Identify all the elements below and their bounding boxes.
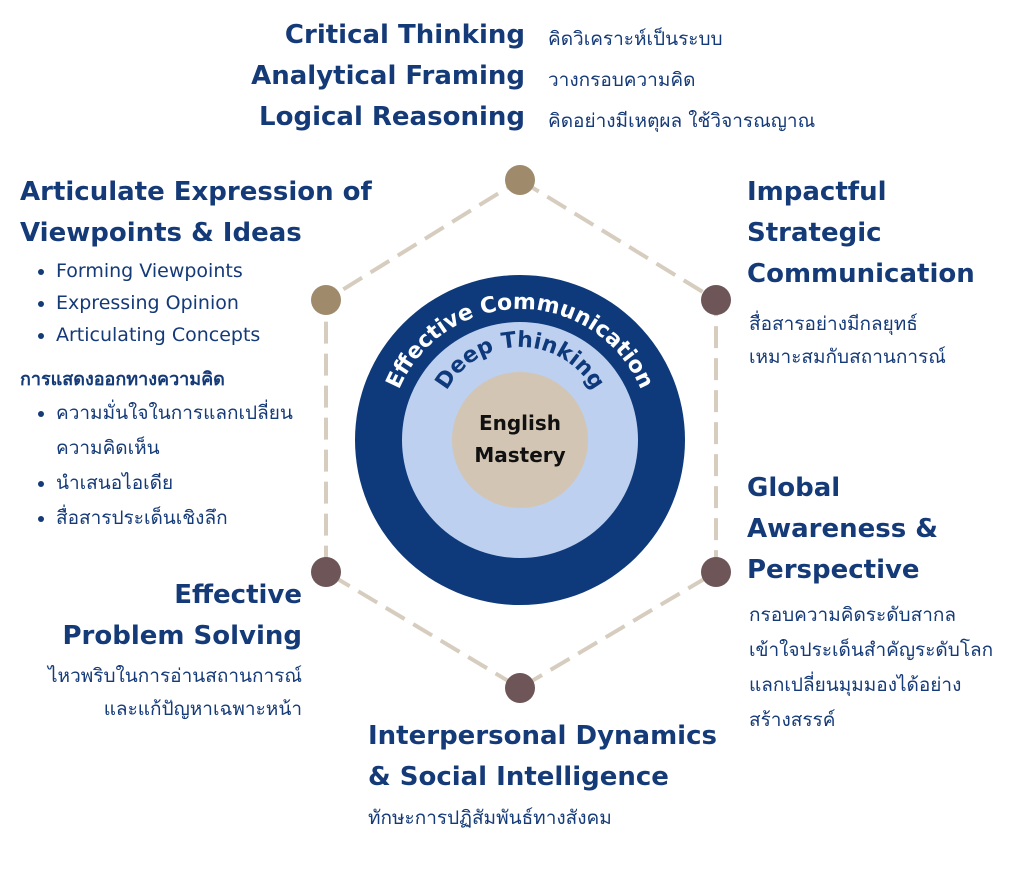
thai-line: สื่อสารอย่างมีกลยุทธ์ — [749, 313, 918, 335]
node-upper-right — [701, 285, 731, 315]
node-bottom — [505, 673, 535, 703]
thai-line: เข้าใจประเด็นสำคัญระดับโลก — [749, 639, 994, 661]
top-thai-text: คิดวิเคราะห์เป็นระบบ — [548, 28, 723, 50]
title-line: Awareness & — [747, 514, 938, 544]
upper-left-title: Articulate Expression of Viewpoints & Id… — [20, 172, 372, 254]
top-thai: คิดวิเคราะห์เป็นระบบ วางกรอบความคิด คิดอ… — [548, 19, 815, 142]
bullet: Expressing Opinion — [56, 287, 320, 319]
title-line: Interpersonal Dynamics — [368, 721, 717, 751]
upper-left-body: Forming Viewpoints Expressing Opinion Ar… — [20, 255, 320, 536]
title-line: Problem Solving — [62, 621, 302, 651]
node-upper-left — [311, 285, 341, 315]
bullet: นำเสนอไอเดีย — [56, 466, 316, 501]
thai-subtitle: การแสดงออกทางความคิด — [20, 369, 225, 390]
bullet: Articulating Concepts — [56, 319, 320, 351]
node-lower-left — [311, 557, 341, 587]
node-top — [505, 165, 535, 195]
inner-core — [452, 372, 588, 508]
bottom-thai: ทักษะการปฏิสัมพันธ์ทางสังคม — [368, 807, 612, 829]
inner-label-1: English — [479, 411, 561, 435]
title-line: & Social Intelligence — [368, 762, 669, 792]
title-line: Strategic — [747, 218, 882, 248]
bullet: Forming Viewpoints — [56, 255, 320, 287]
upper-right-title: Impactful Strategic Communication — [747, 172, 975, 295]
lower-right-thai: กรอบความคิดระดับสากล เข้าใจประเด็นสำคัญร… — [749, 598, 993, 738]
thai-line: เหมาะสมกับสถานการณ์ — [749, 346, 946, 368]
title-line: Impactful — [747, 177, 887, 207]
title-line: Effective — [174, 580, 302, 610]
bullet: ความมั่นใจในการแลกเปลี่ยน ความคิดเห็น — [56, 396, 316, 466]
top-title: Analytical Framing — [251, 61, 525, 91]
thai-line: ไหวพริบในการอ่านสถานการณ์ — [47, 665, 302, 687]
top-title: Logical Reasoning — [259, 102, 525, 132]
thai-line: กรอบความคิดระดับสากล — [749, 604, 957, 626]
title-line: Communication — [747, 259, 975, 289]
title-line: Articulate Expression of — [20, 177, 372, 207]
title-line: Perspective — [747, 555, 920, 585]
top-titles: Critical Thinking Analytical Framing Log… — [180, 15, 525, 138]
english-bullets: Forming Viewpoints Expressing Opinion Ar… — [20, 255, 320, 351]
lower-left-title: Effective Problem Solving — [0, 575, 302, 657]
bottom-title: Interpersonal Dynamics & Social Intellig… — [368, 716, 717, 798]
inner-label-2: Mastery — [474, 443, 565, 467]
bullet: สื่อสารประเด็นเชิงลึก — [56, 501, 316, 536]
thai-line: แลกเปลี่ยนมุมมองได้อย่าง — [749, 674, 962, 696]
title-line: Viewpoints & Ideas — [20, 218, 302, 248]
title-line: Global — [747, 473, 841, 503]
lower-left-thai: ไหวพริบในการอ่านสถานการณ์ และแก้ปัญหาเฉพ… — [0, 660, 302, 726]
top-title: Critical Thinking — [284, 20, 525, 50]
upper-right-thai: สื่อสารอย่างมีกลยุทธ์ เหมาะสมกับสถานการณ… — [749, 308, 946, 374]
node-lower-right — [701, 557, 731, 587]
lower-right-title: Global Awareness & Perspective — [747, 468, 938, 591]
top-thai-text: คิดอย่างมีเหตุผล ใช้วิจารณญาณ — [548, 110, 816, 132]
thai-line: สร้างสรรค์ — [749, 709, 836, 731]
thai-bullets: ความมั่นใจในการแลกเปลี่ยน ความคิดเห็น นำ… — [20, 396, 316, 536]
top-thai-text: วางกรอบความคิด — [548, 69, 696, 91]
thai-line: และแก้ปัญหาเฉพาะหน้า — [103, 698, 302, 720]
